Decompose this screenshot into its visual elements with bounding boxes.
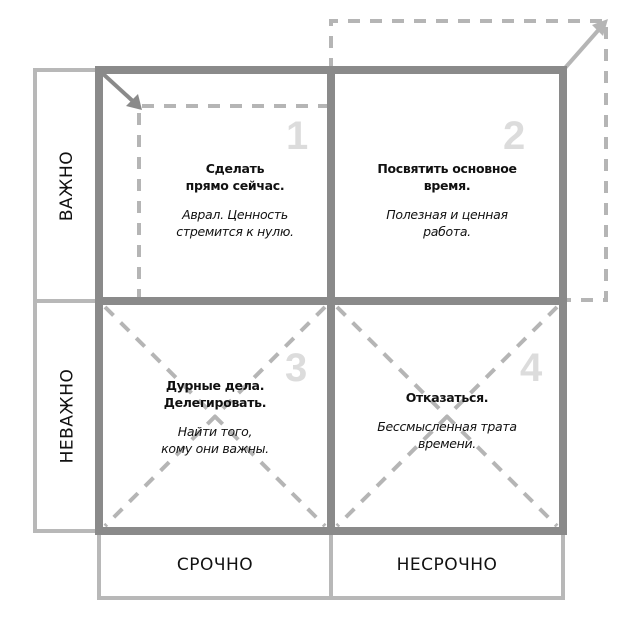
quadrant-number: 2 bbox=[503, 114, 526, 158]
quadrant-number: 1 bbox=[286, 114, 309, 158]
col-label-not-urgent: НЕСРОЧНО bbox=[396, 554, 498, 575]
main-grid bbox=[95, 66, 567, 535]
q3-cross-b bbox=[103, 305, 327, 528]
quadrant-description: Найти того,кому они важны. bbox=[161, 424, 269, 456]
dashed-guides bbox=[103, 19, 608, 528]
q1-shrink-arrow-icon bbox=[99, 70, 142, 110]
quadrant-title: Дурные дела.Делегировать. bbox=[163, 378, 267, 410]
row-label-unimportant: НЕВАЖНО bbox=[35, 301, 99, 531]
row-label-important: ВАЖНО bbox=[35, 70, 99, 301]
q4-cross-b bbox=[335, 305, 559, 528]
col-label-urgent: СРОЧНО bbox=[176, 554, 254, 575]
q2-expand-arrow-icon bbox=[563, 19, 608, 70]
row-label-text: ВАЖНО bbox=[57, 150, 77, 221]
row-label-text: НЕВАЖНО bbox=[57, 368, 78, 464]
q2-expanded-square bbox=[329, 19, 608, 302]
quadrant-number: 4 bbox=[520, 346, 543, 390]
quadrant-number: 3 bbox=[285, 346, 308, 390]
quadrant-3: Дурные дела.Делегировать. Найти того,ком… bbox=[120, 357, 310, 477]
quadrant-title: Отказаться. bbox=[405, 389, 489, 405]
